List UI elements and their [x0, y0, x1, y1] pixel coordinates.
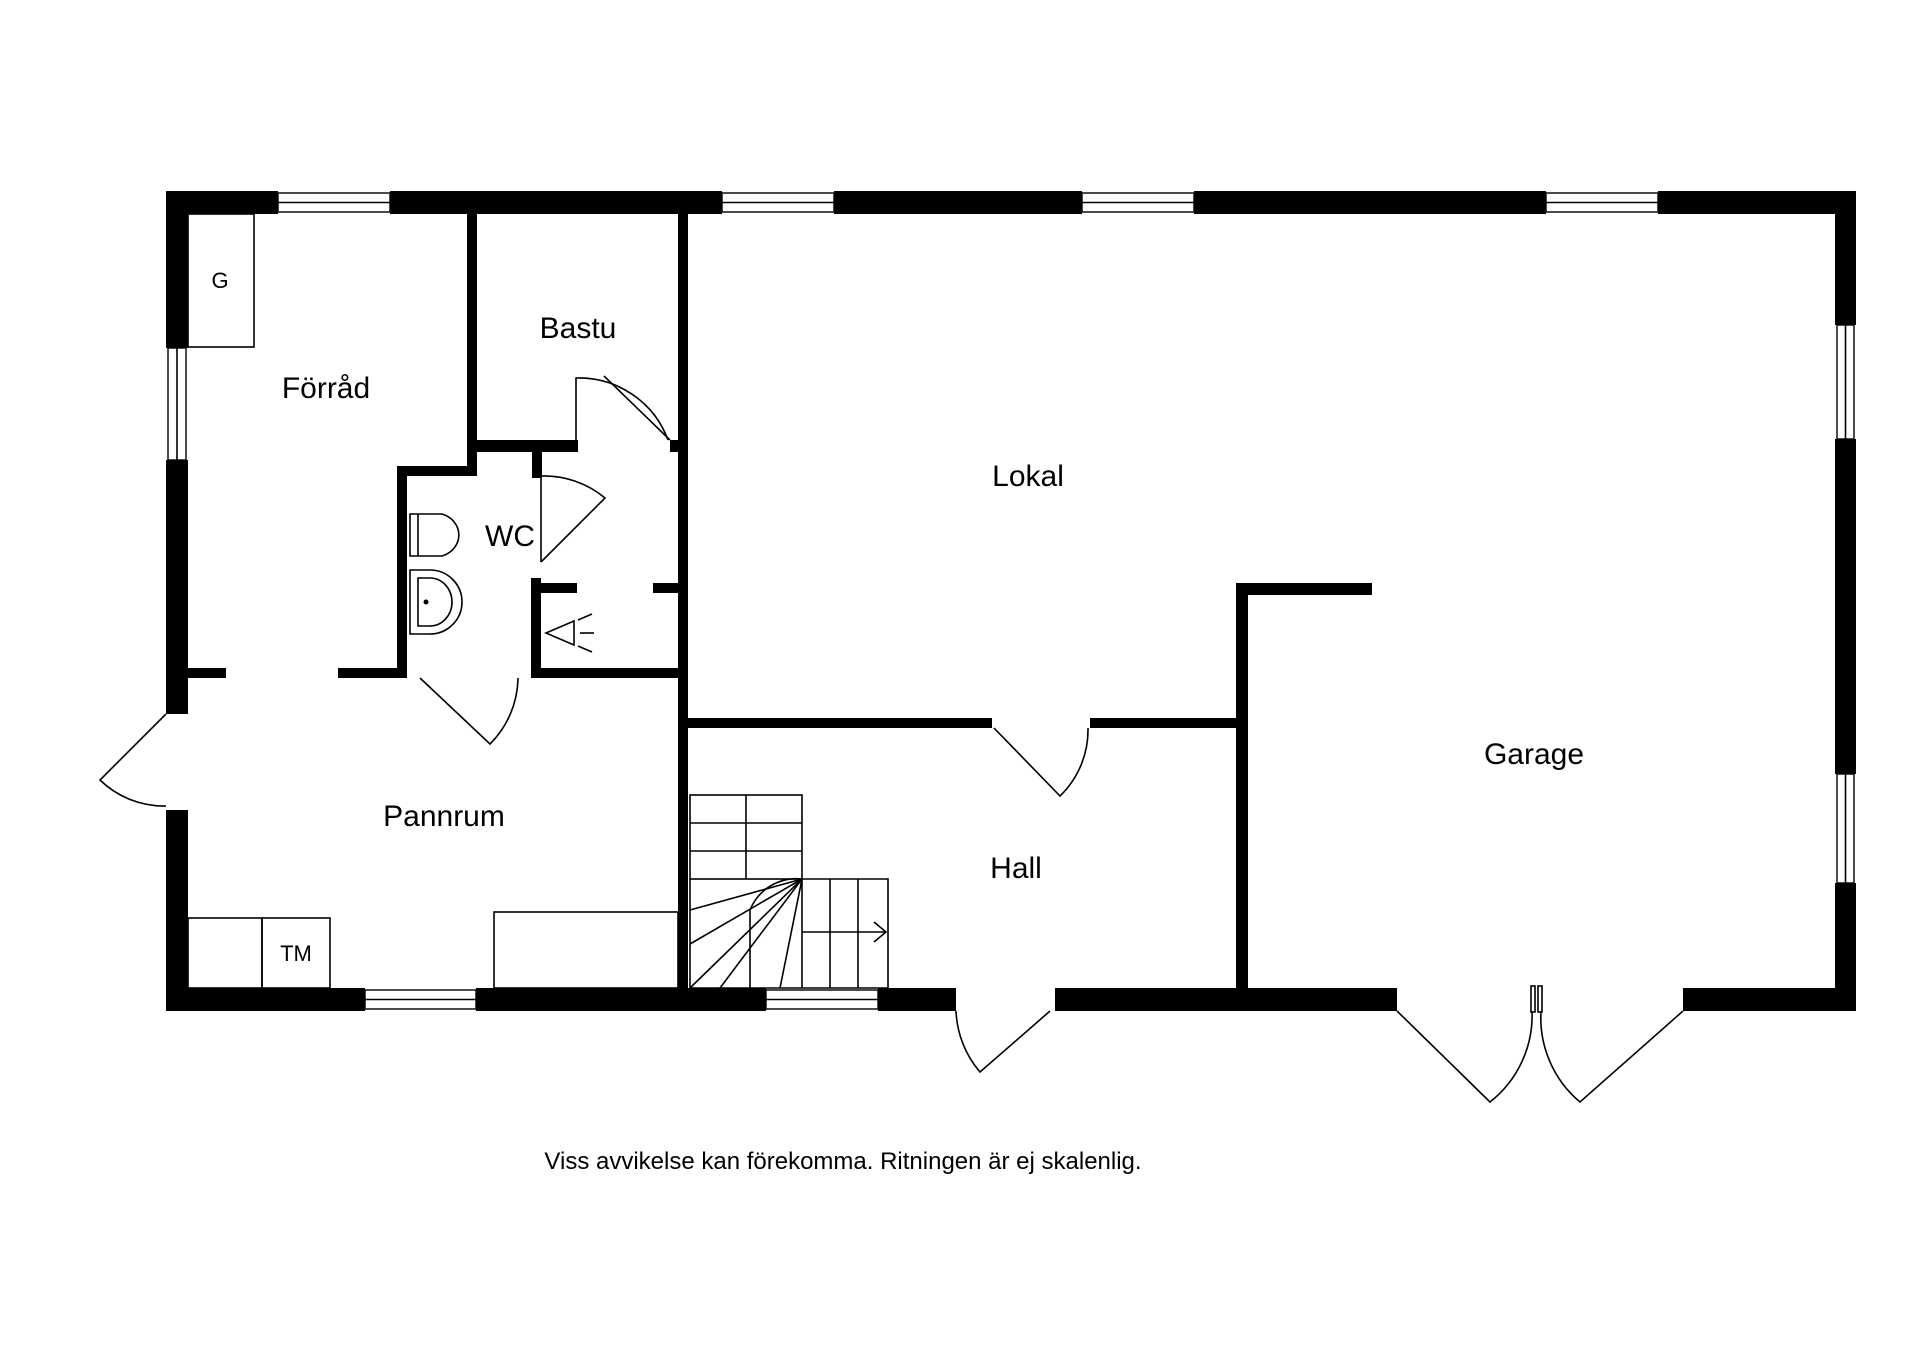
- tm-label: TM: [280, 941, 312, 966]
- disclaimer-text: Viss avvikelse kan förekomma. Ritningen …: [544, 1148, 1142, 1175]
- room-labels: Förråd Bastu WC Lokal Garage Pannrum Hal…: [282, 312, 1584, 885]
- staircase: [689, 794, 889, 989]
- room-label-forrad: Förråd: [282, 372, 370, 405]
- toilet-icon: [409, 513, 460, 557]
- interior-walls: [188, 214, 1372, 988]
- room-label-lokal: Lokal: [992, 460, 1064, 493]
- room-label-pannrum: Pannrum: [383, 800, 505, 833]
- room-label-hall: Hall: [990, 852, 1042, 885]
- exterior-walls: [166, 191, 1856, 1011]
- room-label-garage: Garage: [1484, 738, 1584, 771]
- tm-box: [261, 917, 331, 989]
- room-label-bastu: Bastu: [540, 312, 617, 345]
- shower-icon: [543, 613, 594, 653]
- bench: [493, 911, 679, 989]
- g-label: G: [211, 268, 228, 293]
- fixtures: G TM: [187, 213, 889, 989]
- g-box: [187, 213, 255, 348]
- windows: [167, 192, 1855, 1010]
- doors: [98, 375, 1684, 1104]
- room-label-wc: WC: [485, 520, 535, 553]
- sink-icon: [409, 569, 463, 635]
